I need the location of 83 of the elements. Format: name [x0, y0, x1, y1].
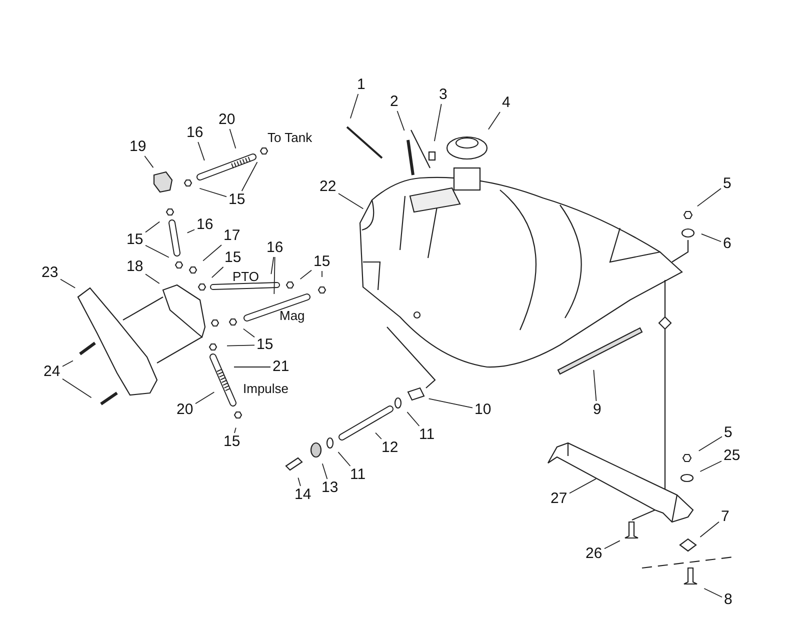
leader-line	[375, 432, 382, 440]
leader-line	[298, 477, 301, 486]
leader-line	[569, 478, 596, 494]
leader-line	[322, 463, 328, 480]
callout-number: 15	[228, 192, 246, 208]
leader-line	[144, 156, 154, 168]
callout-number: 15	[222, 434, 242, 450]
leader-line	[338, 452, 351, 466]
leader-line	[186, 229, 195, 234]
leader-line	[145, 244, 170, 258]
leader-line	[428, 398, 473, 408]
callout-number: 16	[266, 240, 284, 256]
callout-number: 5	[722, 176, 732, 192]
leader-line	[593, 370, 597, 402]
leader-line	[242, 328, 255, 338]
callout-number: 8	[723, 592, 734, 608]
leader-line	[234, 427, 236, 434]
callout-number: 12	[380, 440, 400, 456]
hose-label: Mag	[280, 308, 305, 322]
callout-number: 24	[42, 364, 62, 380]
leader-line	[488, 112, 500, 130]
leader-line	[226, 344, 255, 346]
callout-number: 6	[722, 236, 732, 252]
leader-line	[406, 412, 420, 426]
callout-number: 15	[126, 232, 144, 248]
leader-line	[211, 266, 224, 278]
callout-number: 15	[224, 250, 242, 266]
callout-number: 10	[474, 402, 492, 418]
leader-line	[274, 256, 276, 294]
callout-number: 26	[584, 546, 604, 562]
callout-number: 18	[126, 259, 144, 275]
callout-number: 25	[722, 448, 742, 464]
leader-line	[145, 274, 160, 284]
callout-number: 20	[176, 402, 194, 418]
callout-number: 21	[272, 359, 290, 375]
leader-line	[202, 244, 222, 262]
callout-number: 14	[294, 487, 312, 503]
leader-line	[396, 110, 405, 131]
leader-line	[338, 193, 364, 210]
leader-line	[700, 521, 720, 538]
callout-number: 20	[218, 112, 236, 128]
leader-line	[700, 460, 722, 472]
leader-line	[198, 142, 205, 161]
leader-line	[62, 378, 92, 398]
leader-line	[241, 162, 258, 192]
callout-number: 5	[723, 425, 734, 441]
callout-number: 16	[196, 217, 214, 233]
callout-number: 11	[418, 427, 436, 443]
callout-number: 15	[312, 254, 332, 270]
callout-number: 3	[438, 87, 448, 103]
hose-label: PTO	[232, 268, 259, 284]
leader-line	[434, 104, 442, 142]
callout-number: 27	[550, 491, 568, 507]
callout-number: 19	[128, 139, 148, 155]
callout-number: 17	[222, 228, 242, 244]
leader-line	[270, 256, 274, 275]
leader-line	[701, 233, 722, 242]
leader-line	[229, 128, 236, 149]
leader-line	[704, 588, 722, 598]
callout-number: 7	[720, 509, 730, 525]
leader-line	[604, 540, 620, 550]
leader-line	[300, 270, 312, 280]
callout-number: 1	[356, 77, 366, 93]
leader-line	[698, 436, 722, 452]
callout-number: 9	[592, 402, 602, 418]
callout-number: 23	[40, 265, 60, 281]
leader-line	[195, 392, 215, 404]
leader-line	[145, 221, 160, 233]
leader-line	[696, 188, 722, 207]
hose-label: Impulse	[243, 380, 289, 396]
callout-number: 2	[389, 94, 400, 110]
leader-line	[234, 366, 271, 368]
leader-line	[62, 360, 74, 367]
leader-line	[60, 278, 76, 288]
callout-number: 15	[256, 337, 274, 353]
callout-number: 4	[501, 95, 512, 111]
leader-line	[350, 94, 359, 119]
leader-line	[199, 188, 227, 198]
hose-label: To Tank	[268, 130, 312, 144]
callout-number: 11	[349, 467, 367, 483]
callout-number: 13	[320, 480, 340, 496]
callout-number: 16	[186, 125, 204, 141]
callout-number: 22	[318, 179, 338, 195]
